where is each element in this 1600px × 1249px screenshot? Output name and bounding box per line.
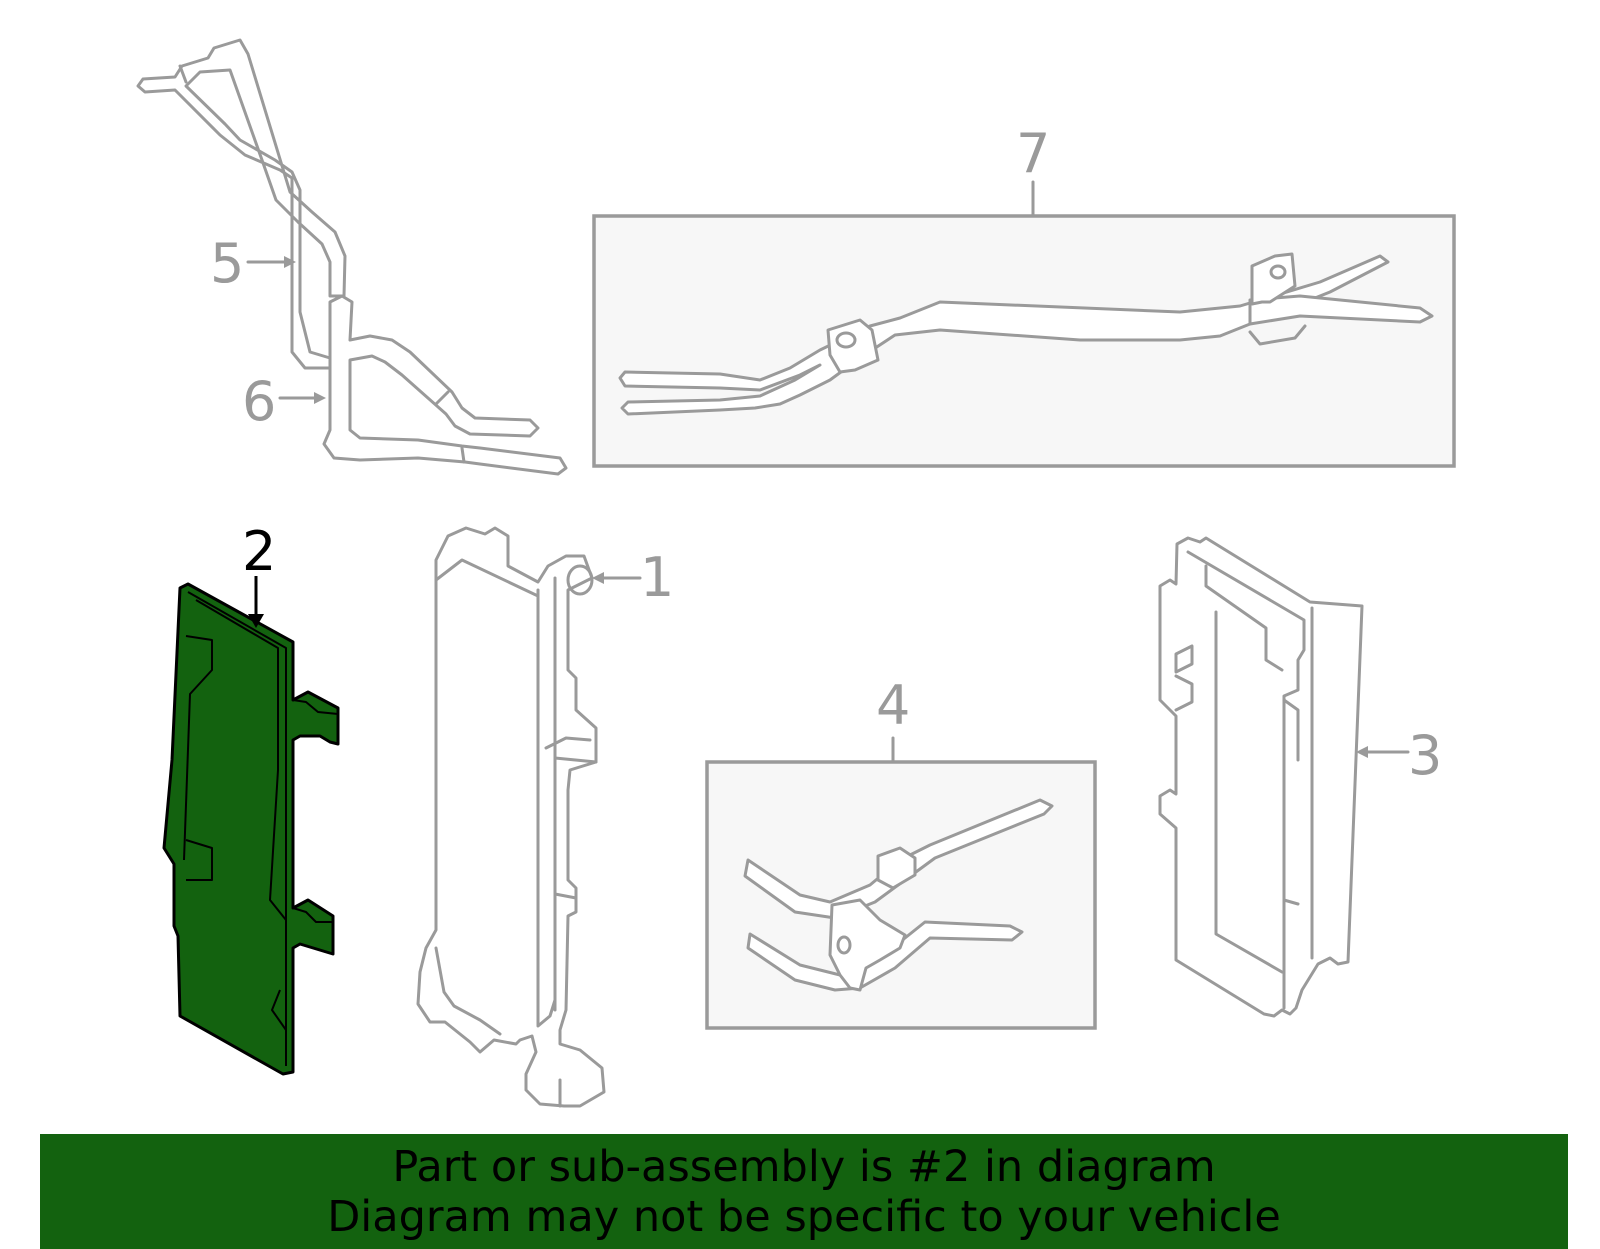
part-3-shield[interactable] <box>1158 536 1410 1018</box>
callout-5: 5 <box>210 232 244 295</box>
banner-line-2: Diagram may not be specific to your vehi… <box>327 1191 1281 1242</box>
part-1-cooler[interactable] <box>416 526 642 1108</box>
part-2-highlighted[interactable] <box>162 576 340 1076</box>
info-banner: Part or sub-assembly is #2 in diagram Di… <box>40 1134 1568 1249</box>
part-5-6-pipes[interactable] <box>136 38 568 476</box>
banner-line-1: Part or sub-assembly is #2 in diagram <box>392 1141 1216 1192</box>
callout-3: 3 <box>1408 724 1442 787</box>
callout-4: 4 <box>876 674 910 737</box>
callout-7: 7 <box>1016 122 1050 185</box>
part-7-inset[interactable] <box>592 180 1456 468</box>
part-4-inset[interactable] <box>705 736 1097 1030</box>
callout-1: 1 <box>640 546 674 609</box>
callout-2: 2 <box>242 520 276 583</box>
callout-6: 6 <box>242 370 276 433</box>
